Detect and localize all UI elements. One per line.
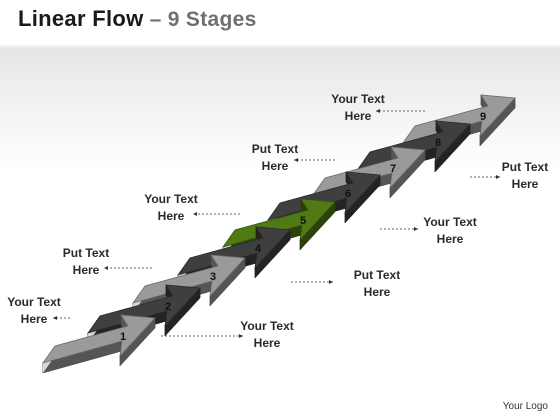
stage-number-7: 7 (390, 163, 396, 175)
stage-label-line: Here (344, 109, 372, 123)
stage-label-line: Your Text (423, 215, 477, 229)
stage-number-3: 3 (210, 271, 216, 283)
connector-arrowhead-9 (376, 109, 380, 113)
stage-number-5: 5 (300, 215, 306, 227)
title-subtitle: 9 Stages (167, 8, 257, 31)
connector-arrowhead-3 (104, 266, 108, 270)
connector-arrowhead-2 (239, 334, 243, 338)
connector-group (53, 109, 500, 338)
stage-label-line: Here (72, 263, 100, 277)
stage-number-1: 1 (120, 331, 126, 343)
arrow-top-face (87, 284, 201, 334)
arrow-group: 9 8 7 6 5 4 3 2 1 (42, 94, 516, 374)
stage-label-line: Put Text (251, 142, 299, 156)
stage-label-line: Here (436, 232, 464, 246)
arrow-top-face (357, 120, 471, 170)
stage-label-line: Here (20, 312, 48, 326)
stage-label-line: Put Text (353, 268, 401, 282)
stage-label-line: Your Text (7, 295, 61, 309)
arrow-top-face (132, 254, 246, 304)
connector-arrowhead-5 (193, 212, 197, 216)
stage-number-2: 2 (165, 301, 171, 313)
stage-label-line: Here (363, 285, 391, 299)
stage-label-line: Here (253, 336, 281, 350)
stage-label-line: Here (511, 177, 539, 191)
stage-label-line: Your Text (144, 192, 198, 206)
stage-number-8: 8 (435, 137, 441, 149)
connector-arrowhead-1 (53, 316, 57, 320)
connector-arrowhead-4 (329, 280, 333, 284)
stage-label-line: Put Text (62, 246, 110, 260)
title-main: Linear Flow (18, 6, 144, 31)
slide-title: Linear Flow – 9 Stages (18, 6, 257, 32)
stage-label-line: Your Text (240, 319, 294, 333)
connector-arrowhead-8 (496, 175, 500, 179)
stage-label-line: Put Text (501, 160, 549, 174)
stage-number-4: 4 (255, 243, 262, 255)
arrow-top-face (402, 94, 516, 144)
title-dash: – (143, 8, 168, 31)
stage-label-line: Here (261, 159, 289, 173)
arrow-top-face (267, 171, 381, 221)
stage-number-6: 6 (345, 188, 351, 200)
arrow-top-face (312, 146, 426, 196)
stage-arrow-1: 1 (42, 314, 156, 374)
arrow-top-face (177, 226, 291, 276)
connector-arrowhead-7 (294, 158, 298, 162)
stage-number-9: 9 (480, 111, 486, 123)
stage-label-line: Here (157, 209, 185, 223)
arrow-top-face (42, 314, 156, 364)
connector-arrowhead-6 (414, 227, 418, 231)
stage-label-line: Your Text (331, 92, 385, 106)
logo-text: Your Logo (502, 401, 548, 412)
arrow-top-face (222, 198, 336, 248)
